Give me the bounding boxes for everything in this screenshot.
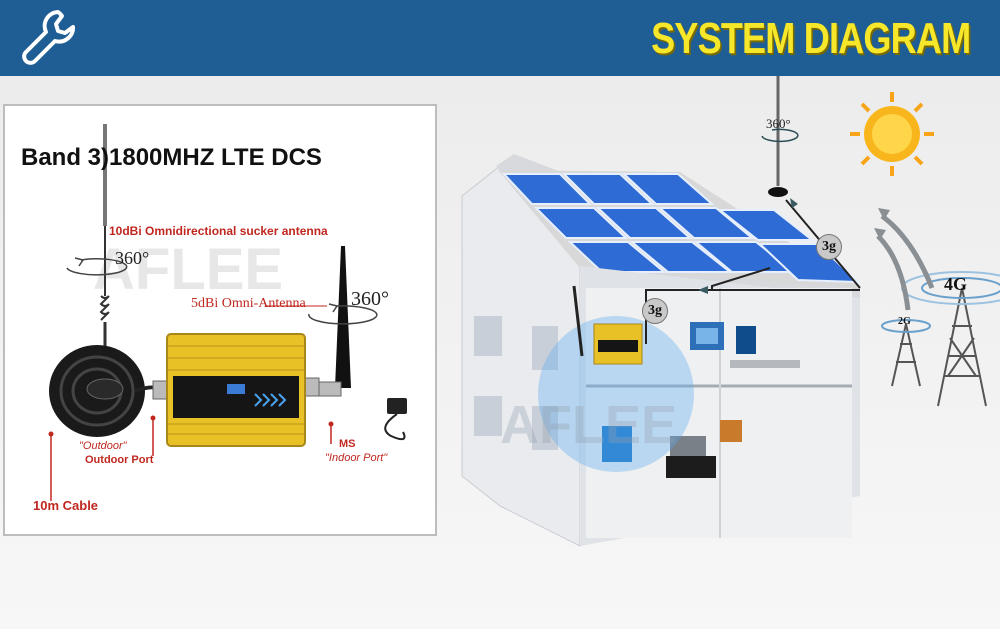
panel-title: Band 3)1800MHZ LTE DCS (21, 144, 322, 171)
sucker-rotation-label: 360° (115, 248, 150, 268)
page-title: SYSTEM DIAGRAM (650, 14, 971, 63)
wrench-icon (22, 10, 75, 65)
product-illustration (48, 124, 407, 501)
outdoor-port-label: "Outdoor" (79, 440, 127, 452)
sun-icon (850, 92, 934, 176)
solar-panels (501, 173, 861, 284)
tower-4g-icon (901, 271, 1000, 407)
omni-rotation-label: 360° (351, 288, 389, 310)
product-panel: AFLEE (3, 104, 437, 536)
sucker-antenna-label: 10dBi Omnidirectional sucker antenna (109, 224, 328, 238)
header-bar: SYSTEM DIAGRAM (0, 0, 1000, 76)
tower-4g-label: 4G (944, 274, 968, 294)
tower-2g-label: 2G (898, 316, 911, 327)
house-scene: 360° 3g 3g 4G 2G AFLEE (440, 76, 1000, 629)
tower-2g-icon (881, 319, 931, 387)
cable-label: 10m Cable (33, 498, 99, 513)
outdoor-link-badge: 3g (816, 234, 842, 260)
indoor-link-badge: 3g (642, 298, 668, 324)
indoor-port-ms-label: MS (339, 438, 356, 450)
scene-watermark: AFLEE (500, 395, 678, 455)
indoor-port-label: "Indoor Port" (325, 452, 388, 464)
house-illustration (461, 76, 1000, 547)
roof-antenna-rotation-label: 360° (766, 116, 791, 131)
omni-antenna-label: 5dBi Omni-Antenna (191, 296, 306, 311)
outdoor-port-label-2: Outdoor Port (85, 454, 154, 466)
